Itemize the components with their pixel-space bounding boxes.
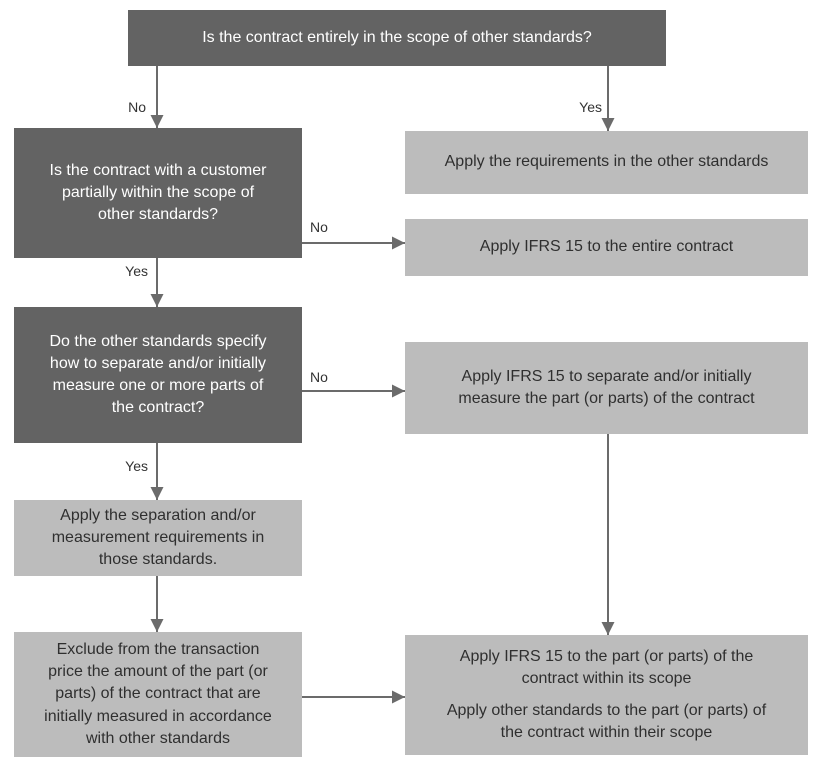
node-exclude-transaction: Exclude from the transaction price the a… xyxy=(14,632,302,757)
node-apply-both-paragraph1: Apply IFRS 15 to the part (or parts) of … xyxy=(459,648,754,688)
node-apply-ifrs15-separate: Apply IFRS 15 to separate and/or initial… xyxy=(405,342,808,434)
node-q-partial-scope: Is the contract with a customer partiall… xyxy=(14,128,302,258)
node-apply-both-paragraph2: Apply other standards to the part (or pa… xyxy=(446,701,767,741)
node-apply-ifrs15-entire-text: Apply IFRS 15 to the entire contract xyxy=(479,238,734,256)
node-apply-both: Apply IFRS 15 to the part (or parts) of … xyxy=(405,635,808,755)
edge-label-no-2: No xyxy=(310,219,328,235)
node-apply-ifrs15-separate-text: Apply IFRS 15 to separate and/or initial… xyxy=(458,367,755,407)
node-apply-other-standards: Apply the requirements in the other stan… xyxy=(405,131,808,194)
node-q-entire-scope: Is the contract entirely in the scope of… xyxy=(128,10,666,66)
node-apply-other-standards-text: Apply the requirements in the other stan… xyxy=(444,153,769,171)
node-q-partial-scope-text: Is the contract with a customer partiall… xyxy=(49,161,267,224)
node-apply-separation-text: Apply the separation and/or measurement … xyxy=(51,506,265,569)
edge-label-yes-2: Yes xyxy=(125,263,148,279)
node-q-standards-specify-text: Do the other standards specify how to se… xyxy=(49,332,267,417)
node-apply-separation: Apply the separation and/or measurement … xyxy=(14,500,302,576)
edge-label-no-1: No xyxy=(128,99,146,115)
node-q-entire-scope-text: Is the contract entirely in the scope of… xyxy=(202,28,592,46)
node-q-standards-specify: Do the other standards specify how to se… xyxy=(14,307,302,443)
edge-label-yes-3: Yes xyxy=(125,458,148,474)
edge-label-yes-1: Yes xyxy=(579,99,602,115)
node-exclude-transaction-text: Exclude from the transaction price the a… xyxy=(44,641,272,747)
edge-label-no-3: No xyxy=(310,369,328,385)
node-apply-ifrs15-entire: Apply IFRS 15 to the entire contract xyxy=(405,219,808,276)
